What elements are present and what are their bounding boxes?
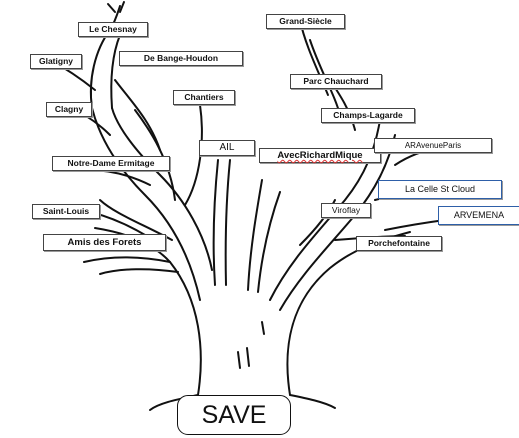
trunk-base-right bbox=[289, 394, 336, 409]
branch-chesnay-2 bbox=[110, 34, 121, 109]
label-de-bange-houdon[interactable]: De Bange-Houdon bbox=[119, 51, 243, 66]
save-button[interactable]: SAVE bbox=[177, 395, 291, 435]
limb-mid-right bbox=[247, 179, 263, 291]
branch-debange bbox=[114, 79, 161, 151]
limb-mid-left-2 bbox=[224, 159, 231, 286]
branch-viroflay bbox=[299, 199, 336, 246]
branch-chesnay-top bbox=[107, 1, 125, 13]
label-porchefontaine[interactable]: Porchefontaine bbox=[356, 236, 442, 251]
label-champs-lagarde[interactable]: Champs-Lagarde bbox=[321, 108, 415, 123]
label-arvemena[interactable]: ARVEMENA bbox=[438, 206, 519, 225]
trunk-mark bbox=[237, 347, 250, 369]
label-chantiers[interactable]: Chantiers bbox=[173, 90, 235, 105]
branch-chantiers bbox=[184, 104, 203, 206]
label-ar-avenue-paris[interactable]: ARAvenueParis bbox=[374, 138, 492, 153]
trunk-mark-2 bbox=[261, 321, 265, 335]
label-clagny[interactable]: Clagny bbox=[46, 102, 92, 117]
limb-mid-left bbox=[212, 159, 219, 286]
label-ail[interactable]: AIL bbox=[199, 140, 255, 156]
branch-arvemena bbox=[384, 219, 446, 231]
branch-amis bbox=[83, 256, 171, 263]
label-amis-des-forets[interactable]: Amis des Forets bbox=[43, 234, 166, 251]
branch-notre-dame bbox=[87, 169, 151, 186]
label-avec-richard-mique[interactable]: AvecRichardMique bbox=[259, 148, 381, 163]
label-parc-chauchard[interactable]: Parc Chauchard bbox=[290, 74, 382, 89]
label-glatigny[interactable]: Glatigny bbox=[30, 54, 82, 69]
label-notre-dame-ermitage[interactable]: Notre-Dame Ermitage bbox=[52, 156, 170, 171]
label-viroflay[interactable]: Viroflay bbox=[321, 203, 371, 218]
limb-left-outer bbox=[91, 107, 201, 301]
branch-amis-inner bbox=[99, 268, 179, 275]
label-grand-siecle[interactable]: Grand-Siècle bbox=[266, 14, 345, 29]
label-le-chesnay[interactable]: Le Chesnay bbox=[78, 22, 148, 37]
label-la-celle-st-cloud[interactable]: La Celle St Cloud bbox=[378, 180, 502, 199]
limb-left-inner bbox=[111, 107, 213, 271]
trunk-right bbox=[286, 231, 411, 396]
label-saint-louis[interactable]: Saint-Louis bbox=[32, 204, 100, 219]
limb-mid-right-2 bbox=[257, 191, 281, 293]
